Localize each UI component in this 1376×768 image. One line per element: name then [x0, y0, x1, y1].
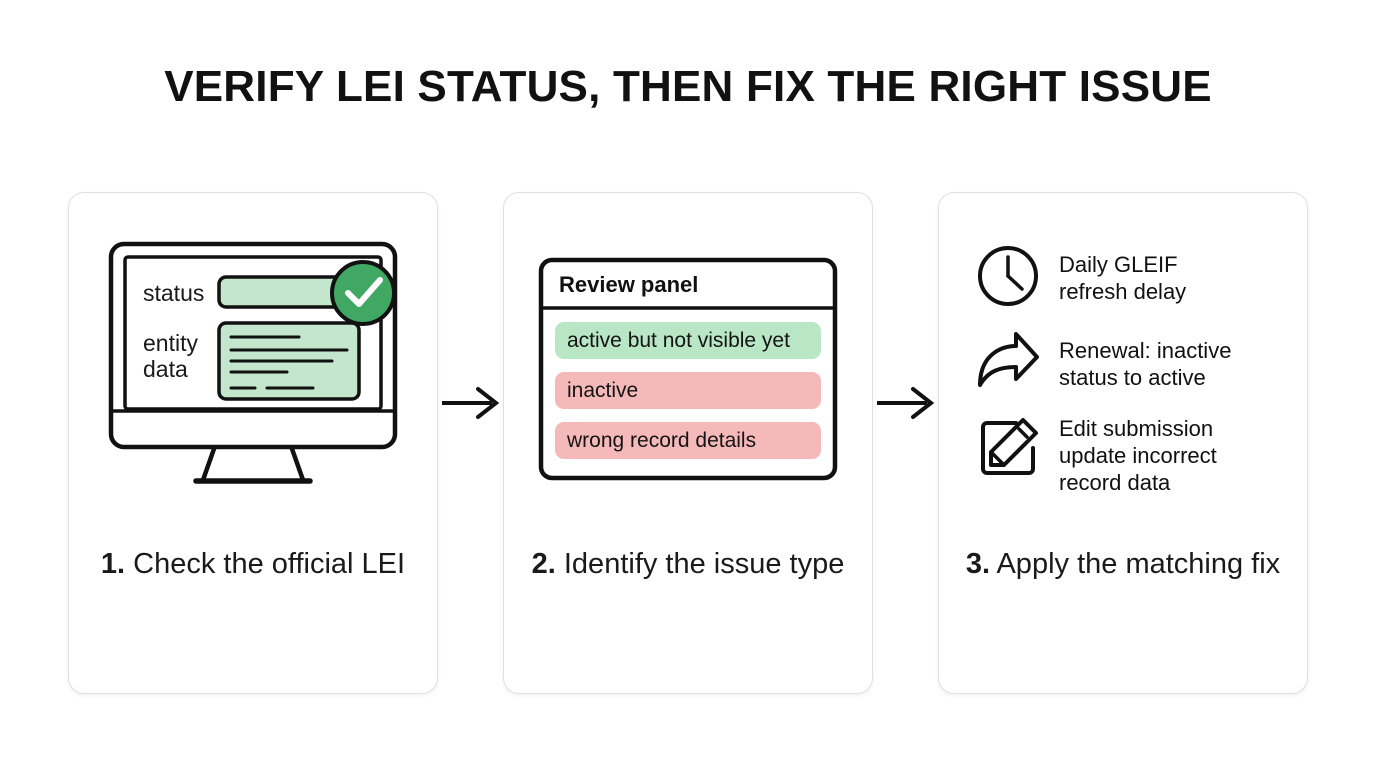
fix-item-text-3: Edit submission update incorrect record … [1059, 415, 1217, 495]
review-row-label-1: active but not visible yet [567, 329, 790, 352]
fix-item-edit-submission: Edit submission update incorrect record … [975, 415, 1307, 496]
curved-arrow-icon [978, 331, 1039, 387]
fix-item-renewal: Renewal: inactive status to active [975, 329, 1307, 395]
arrow-right-icon-1 [440, 383, 506, 423]
step-card-apply-matching-fix: Daily GLEIF refresh delay Renewal: inact… [938, 192, 1308, 694]
review-row-chip-3 [555, 422, 821, 459]
fix-item-text-2: Renewal: inactive status to active [1059, 337, 1232, 390]
step-number-3: 3. [965, 548, 990, 580]
fix-item-text-1: Daily GLEIF refresh delay [1059, 251, 1187, 304]
step-label-2: Identify the issue type [563, 548, 845, 580]
edit-pencil-icon [981, 417, 1038, 475]
entity-data-lines [229, 335, 349, 390]
review-row-label-2: inactive [567, 379, 638, 402]
monitor-label-entity: entity [143, 330, 198, 356]
review-row-chip-2 [555, 372, 821, 409]
fix-list-illustration: Daily GLEIF refresh delay Renewal: inact… [939, 193, 1307, 545]
step-label-3: Apply the matching fix [996, 548, 1281, 580]
monitor-icon: status entity data [108, 241, 398, 484]
check-circle-icon [330, 260, 396, 326]
review-row-label-3: wrong record details [566, 429, 756, 452]
step-card-check-official-lei: status entity data [68, 192, 438, 694]
review-panel-icon: Review panel active but not visible yet … [538, 257, 838, 481]
review-row-chip-1 [555, 322, 821, 359]
step-caption-1: 1. Check the official LEI [69, 545, 437, 584]
review-panel-title: Review panel [559, 272, 698, 297]
steps-row: status entity data [68, 192, 1308, 694]
step-number-2: 2. [531, 548, 556, 580]
step-label-1: Check the official LEI [133, 548, 406, 580]
monitor-label-entity-2: data [143, 356, 188, 382]
step-card-identify-issue-type: Review panel active but not visible yet … [503, 192, 873, 694]
review-panel-illustration: Review panel active but not visible yet … [504, 193, 872, 545]
arrow-right-icon-2 [875, 383, 941, 423]
monitor-illustration: status entity data [69, 193, 437, 545]
fix-item-refresh-delay: Daily GLEIF refresh delay [975, 243, 1307, 309]
step-caption-3: 3. Apply the matching fix [939, 545, 1307, 584]
fix-list: Daily GLEIF refresh delay Renewal: inact… [939, 243, 1307, 496]
step-number-1: 1. [100, 548, 126, 580]
clock-icon [978, 245, 1038, 306]
monitor-label-status: status [143, 280, 204, 306]
step-caption-2: 2. Identify the issue type [504, 545, 872, 584]
page-title: VERIFY LEI STATUS, THEN FIX THE RIGHT IS… [164, 62, 1212, 111]
